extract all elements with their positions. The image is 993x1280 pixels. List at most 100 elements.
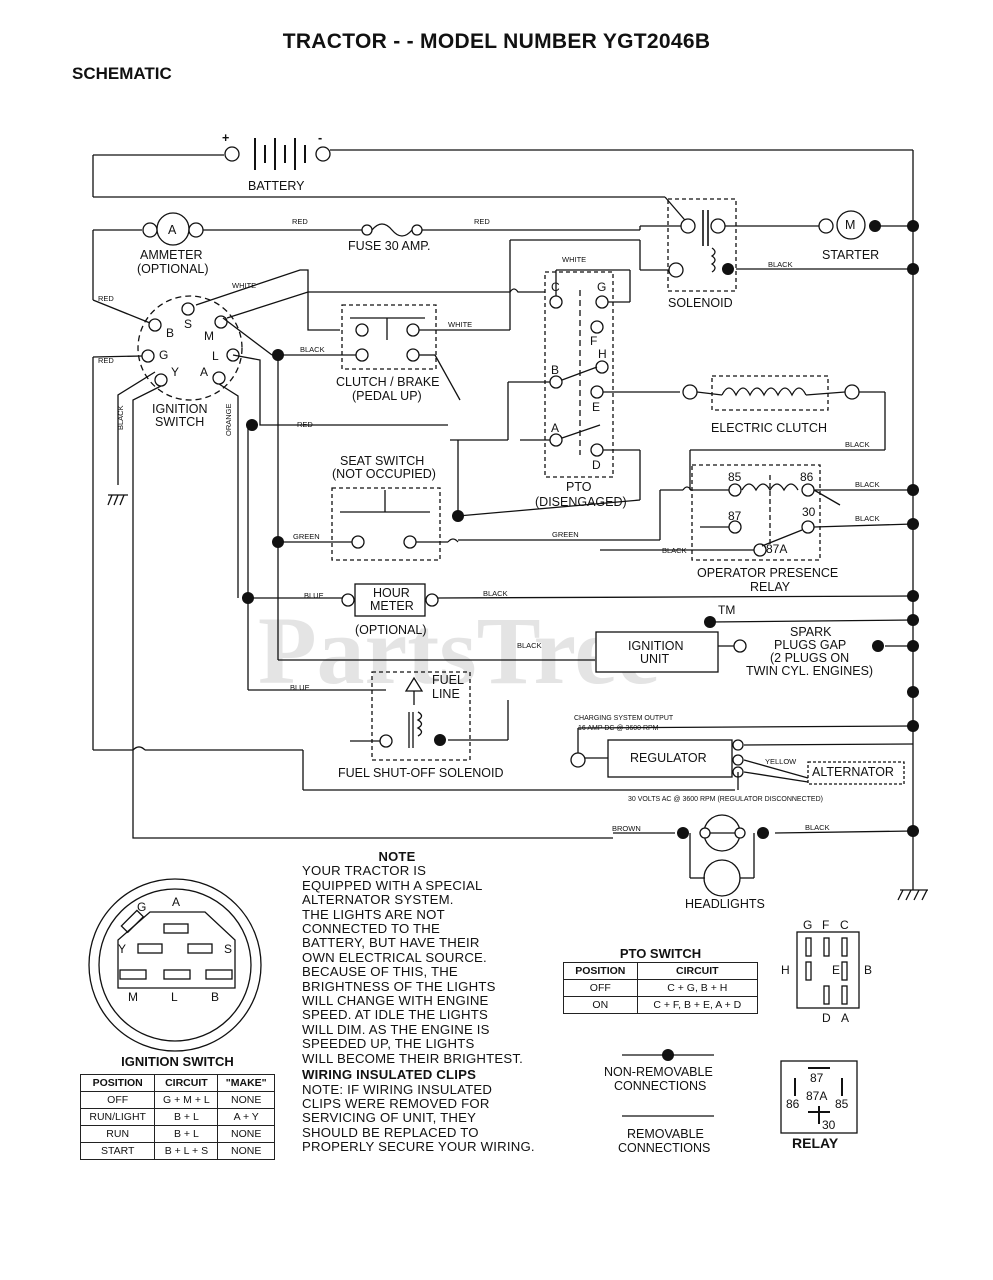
wire-yellow: YELLOW <box>765 757 797 766</box>
ign-pin-m: M <box>204 329 214 343</box>
ign-face-g: G <box>137 900 146 914</box>
relay-face-87: 87 <box>810 1071 824 1085</box>
pto-pin-f: F <box>590 334 597 348</box>
fuel-shutoff-solenoid <box>350 671 509 761</box>
clips-note-line: PROPERLY SECURE YOUR WIRING. <box>302 1139 535 1155</box>
fuel-solenoid-label: FUEL SHUT-OFF SOLENOID <box>338 766 504 780</box>
pto-face-labels: G F C H E B D A <box>781 918 872 1025</box>
table-header-cell: CIRCUIT <box>636 962 759 980</box>
opr-label-2: RELAY <box>750 580 791 594</box>
page-subtitle: SCHEMATIC <box>72 64 172 83</box>
electric-clutch <box>682 375 886 490</box>
ignition-unit-label-2: UNIT <box>640 652 670 666</box>
hour-meter-optional: (OPTIONAL) <box>355 623 427 637</box>
relay-face-labels: 87 86 87A 85 30 RELAY <box>786 1071 849 1151</box>
relay-face-87a: 87A <box>806 1089 827 1103</box>
seat-switch-label: SEAT SWITCH <box>340 454 424 468</box>
wire-black-7: BLACK <box>483 589 508 598</box>
pto-pin-b: B <box>551 363 559 377</box>
relay-pin-87a: 87A <box>766 542 787 556</box>
table-cell: B + L <box>154 1108 219 1126</box>
headlights-label: HEADLIGHTS <box>685 897 765 911</box>
ign-pin-l: L <box>212 349 219 363</box>
note-heading: NOTE <box>378 849 416 864</box>
table-cell: NONE <box>217 1125 275 1143</box>
hour-meter <box>341 583 914 617</box>
ign-pin-g: G <box>159 348 168 362</box>
page-title: TRACTOR - - MODEL NUMBER YGT2046B <box>282 30 711 53</box>
ign-face-a: A <box>172 895 180 909</box>
pto-pin-a: A <box>551 421 559 435</box>
spark-label-3: (2 PLUGS ON <box>770 651 849 665</box>
pto-face-b: B <box>864 963 872 977</box>
note-line: BECAUSE OF THIS, THE <box>302 964 458 980</box>
ign-pin-a: A <box>200 365 208 379</box>
pto-face-h: H <box>781 963 790 977</box>
pto-face-g: G <box>803 918 812 932</box>
electric-clutch-label: ELECTRIC CLUTCH <box>711 421 827 435</box>
solenoid <box>667 198 913 292</box>
clutch-brake-switch <box>341 304 437 370</box>
clips-note-line: SERVICING OF UNIT, THEY <box>302 1110 477 1126</box>
table-cell: C + G, B + H <box>636 979 759 997</box>
wire-green-2: GREEN <box>552 530 579 539</box>
watermark: PartsTree <box>258 597 660 704</box>
pto-face-c: C <box>840 918 849 932</box>
table-cell: START <box>79 1142 156 1160</box>
wire-black-3: BLACK <box>845 440 870 449</box>
wire-red-3: RED <box>98 294 114 303</box>
wire-black-1: BLACK <box>300 345 325 354</box>
relay-face-85: 85 <box>835 1097 849 1111</box>
ign-face-b: B <box>211 990 219 1004</box>
wire-black-8: BLACK <box>517 641 542 650</box>
ign-pin-y: Y <box>171 365 179 379</box>
ammeter-optional: (OPTIONAL) <box>137 262 209 276</box>
note-line: BRIGHTNESS OF THE LIGHTS <box>302 978 496 994</box>
wire-black-6: BLACK <box>662 546 687 555</box>
ignition-switch-face <box>88 878 262 1052</box>
hour-meter-label-2: METER <box>370 599 414 613</box>
note-line: OWN ELECTRICAL SOURCE. <box>302 949 487 965</box>
alternator-label: ALTERNATOR <box>812 765 894 779</box>
pto-pin-labels: C G F H B E A D <box>551 280 607 472</box>
clips-note-line: CLIPS WERE REMOVED FOR <box>302 1095 490 1111</box>
ammeter-label: AMMETER <box>140 248 203 262</box>
table-cell: NONE <box>217 1142 275 1160</box>
wire-white-2: WHITE <box>448 320 472 329</box>
table-cell: OFF <box>79 1091 156 1109</box>
ignition-face-labels: G A Y S M L B <box>118 895 232 1004</box>
opr-label: OPERATOR PRESENCE <box>697 566 838 580</box>
pto-switch <box>544 271 614 478</box>
pto-label-2: (DISENGAGED) <box>535 495 627 509</box>
note-line: BATTERY, BUT HAVE THEIR <box>302 935 480 951</box>
pto-pin-c: C <box>551 280 560 294</box>
pto-pin-d: D <box>592 458 601 472</box>
ignition-switch-label-2: SWITCH <box>155 415 204 429</box>
starter-label: STARTER <box>822 248 879 262</box>
ignition-pin-labels: B S M G L Y A <box>159 317 219 379</box>
spark-label-4: TWIN CYL. ENGINES) <box>746 664 873 678</box>
ign-face-y: Y <box>118 942 126 956</box>
relay-pin-87: 87 <box>728 509 742 523</box>
wire-red-5: RED <box>297 420 313 429</box>
wire-red-1: RED <box>292 217 308 226</box>
wire-blue-1: BLUE <box>304 591 324 600</box>
legend-removable-2: CONNECTIONS <box>618 1141 710 1155</box>
legend-removable: REMOVABLE <box>627 1127 704 1141</box>
starter <box>818 210 913 240</box>
ignition-switch-label: IGNITION <box>152 402 208 416</box>
clutch-brake-label-2: (PEDAL UP) <box>352 389 422 403</box>
ign-face-m: M <box>128 990 138 1004</box>
table-cell: RUN <box>79 1125 156 1143</box>
table-cell: ON <box>563 996 638 1014</box>
non-removable-connections <box>242 220 919 839</box>
wire-black-2: BLACK <box>768 260 793 269</box>
relay-pin-labels: 85 86 87 30 87A <box>728 470 816 556</box>
